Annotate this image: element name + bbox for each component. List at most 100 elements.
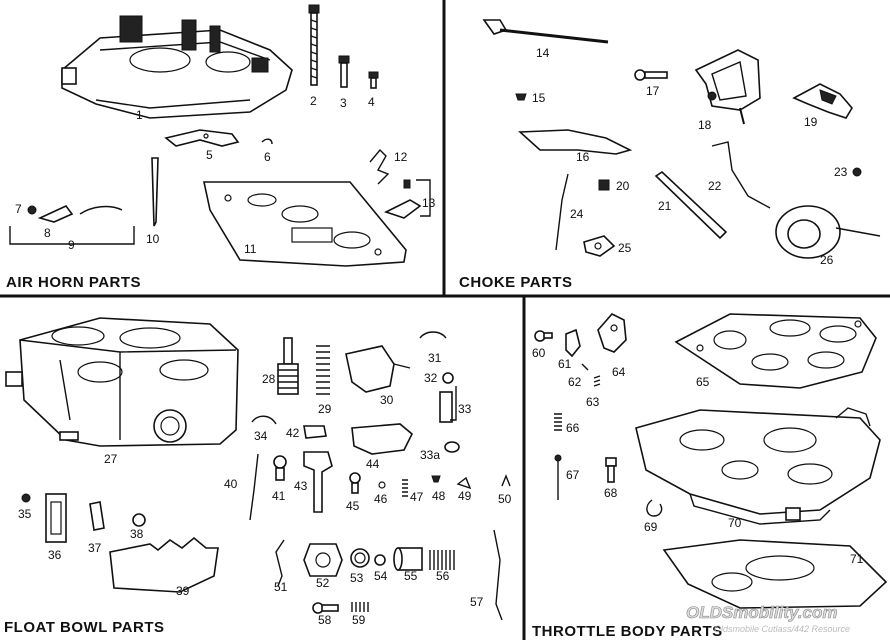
callout-57: 57: [470, 595, 484, 609]
callout-1: 1: [136, 108, 143, 122]
callout-41: 41: [272, 489, 286, 503]
callout-63: 63: [586, 395, 600, 409]
part-28-power-piston: [277, 337, 299, 395]
callout-54: 54: [374, 569, 388, 583]
watermark-sub: Oldsmobile Cutlass/442 Resource: [714, 624, 850, 634]
air-horn-section: 1 2 3 4 5 6 7 8 9 10 11 12 13 AIR HORN P…: [6, 4, 436, 291]
part-42-bracket: [303, 425, 327, 439]
callout-55: 55: [404, 569, 418, 583]
part-61-lever: [565, 328, 581, 358]
part-34-clip: [251, 415, 277, 425]
part-43-pump: [303, 451, 333, 513]
part-45-valve: [349, 472, 361, 494]
callout-52: 52: [316, 576, 330, 590]
part-12-spring: [369, 148, 390, 185]
callout-4: 4: [368, 95, 375, 109]
part-58-screw: [312, 602, 339, 614]
part-21-rod: [654, 170, 728, 240]
part-37-lever: [89, 501, 105, 531]
part-26-diaphragm: [775, 205, 881, 259]
part-59-spring: [351, 602, 369, 612]
callout-36: 36: [48, 548, 62, 562]
callout-34: 34: [254, 429, 268, 443]
callout-40: 40: [224, 477, 238, 491]
part-8-arm: [37, 205, 123, 223]
part-64-lever: [597, 313, 627, 353]
part-13-assembly: [383, 179, 431, 219]
callout-68: 68: [604, 486, 618, 500]
callout-30: 30: [380, 393, 394, 407]
callout-27: 27: [104, 452, 118, 466]
callout-32: 32: [424, 371, 438, 385]
callout-22: 22: [708, 179, 722, 193]
callout-5: 5: [206, 148, 213, 162]
part-11-gasket: [203, 181, 407, 267]
callout-28: 28: [262, 372, 276, 386]
part-60-screw: [534, 330, 553, 342]
callout-69: 69: [644, 520, 658, 534]
part-14-rod: [482, 19, 609, 44]
part-30-float: [345, 345, 411, 393]
part-48-pin: [431, 475, 441, 483]
part-31-clip: [419, 331, 447, 339]
callout-42: 42: [286, 426, 300, 440]
part-54-washer: [374, 554, 386, 566]
part-47-spring: [402, 479, 408, 497]
part-46-ball: [378, 481, 386, 489]
callout-6: 6: [264, 150, 271, 164]
callout-43: 43: [294, 479, 308, 493]
callout-31: 31: [428, 351, 442, 365]
part-4-screw: [368, 71, 379, 89]
callout-56: 56: [436, 569, 450, 583]
callout-2: 2: [310, 94, 317, 108]
callout-3: 3: [340, 96, 347, 110]
callout-59: 59: [352, 613, 366, 627]
callout-53: 53: [350, 571, 364, 585]
callout-37: 37: [88, 541, 102, 555]
part-40-rod: [249, 453, 259, 521]
callout-35: 35: [18, 507, 32, 521]
part-63-spring: [593, 375, 601, 387]
callout-51: 51: [274, 580, 288, 594]
callout-33: 33: [458, 402, 472, 416]
part-18-housing: [694, 49, 761, 125]
choke-section: 14 15 16 17 18 19 20 21 22 23 24 25 26 C…: [459, 19, 881, 291]
part-3-screw: [338, 55, 350, 88]
part-6-clip: [261, 138, 273, 145]
callout-58: 58: [318, 613, 332, 627]
part-68-screw: [605, 457, 617, 483]
callout-8: 8: [44, 226, 51, 240]
callout-62: 62: [568, 375, 582, 389]
callout-50: 50: [498, 492, 512, 506]
callout-61: 61: [558, 357, 572, 371]
callout-70: 70: [728, 516, 742, 530]
part-23-nut: [852, 167, 862, 177]
section-title-throttle-body: THROTTLE BODY PARTS: [532, 623, 723, 640]
part-50-clip: [501, 474, 511, 487]
part-44-insert: [351, 423, 413, 455]
callout-21: 21: [658, 199, 672, 213]
site-watermark: OLDSmobility.com Oldsmobile Cutlass/442 …: [686, 603, 850, 634]
watermark-main: OLDSmobility.com: [686, 603, 837, 622]
part-10-rod: [151, 157, 159, 227]
callout-25: 25: [618, 241, 632, 255]
callout-33a: 33a: [420, 448, 440, 462]
callout-13: 13: [422, 196, 436, 210]
part-71-gasket: [662, 539, 888, 609]
part-39-gasket: [109, 536, 219, 593]
part-5-lever: [164, 129, 240, 147]
part-17-screw: [634, 69, 668, 81]
callout-38: 38: [130, 527, 144, 541]
callout-65: 65: [696, 375, 710, 389]
part-65-gasket: [674, 313, 877, 389]
part-27-float-bowl: [5, 317, 239, 447]
part-24-link: [555, 173, 569, 251]
callout-23: 23: [834, 165, 848, 179]
part-67-screw: [554, 454, 562, 500]
callout-16: 16: [576, 150, 590, 164]
callout-29: 29: [318, 402, 332, 416]
callout-14: 14: [536, 46, 550, 60]
callout-46: 46: [374, 492, 388, 506]
